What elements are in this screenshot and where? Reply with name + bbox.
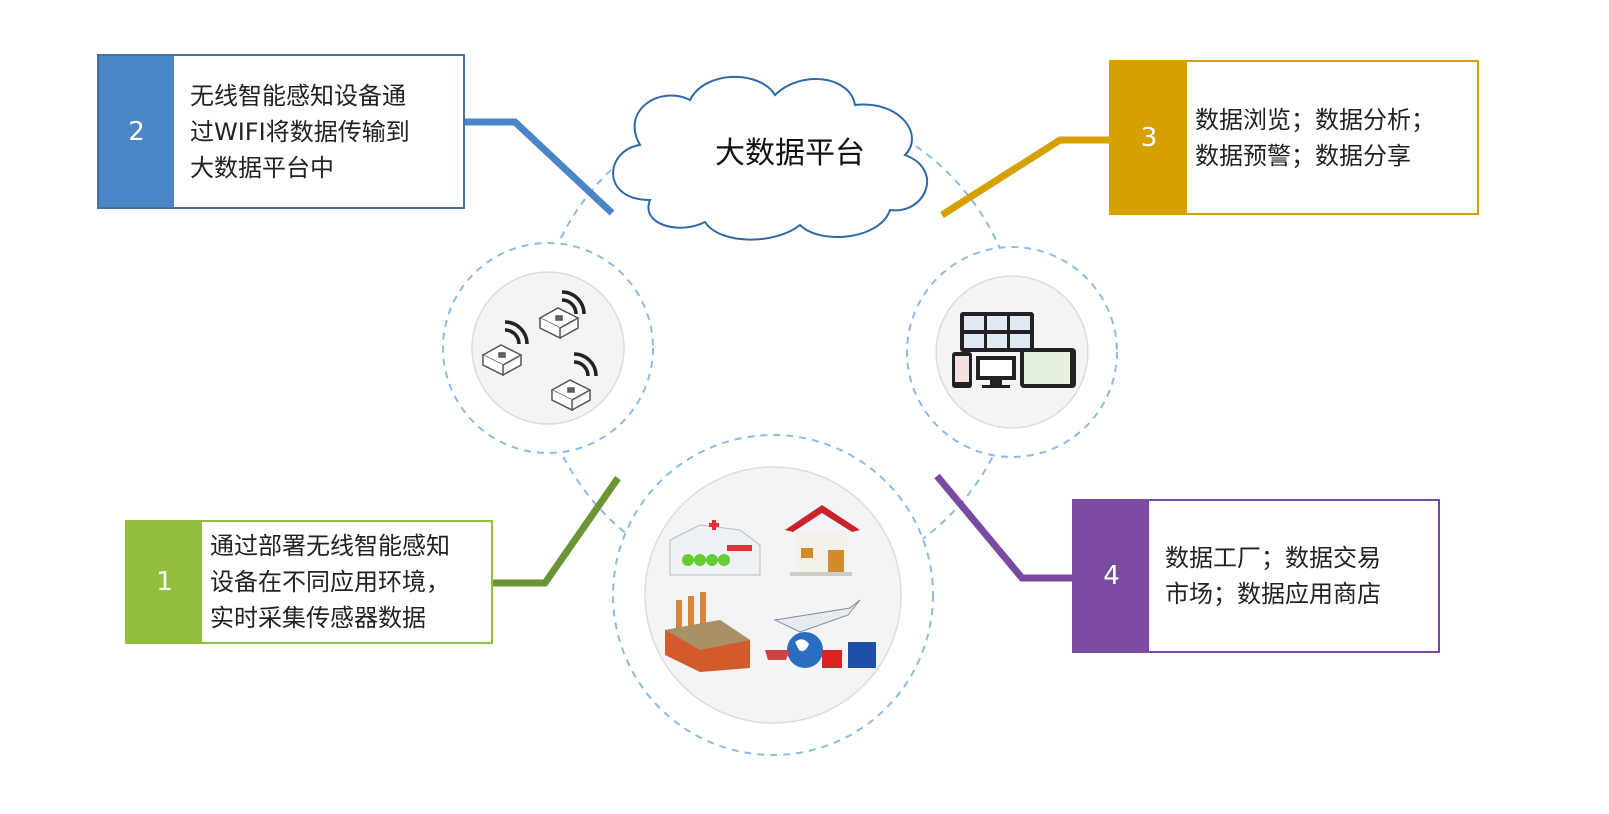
connector-2 bbox=[464, 118, 615, 216]
step-3-text: 数据浏览；数据分析； 数据预警；数据分享 bbox=[1187, 62, 1435, 213]
step-1-line: 实时采集传感器数据 bbox=[210, 604, 426, 632]
step-4-text: 数据工厂；数据交易 市场；数据应用商店 bbox=[1149, 501, 1381, 651]
step-4-box: 4 数据工厂；数据交易 市场；数据应用商店 bbox=[1072, 499, 1440, 653]
step-3-box: 3 数据浏览；数据分析； 数据预警；数据分享 bbox=[1109, 60, 1479, 215]
step-4-number: 4 bbox=[1074, 501, 1149, 651]
step-2-line: 大数据平台中 bbox=[190, 153, 334, 182]
step-1-box: 1 通过部署无线智能感知 设备在不同应用环境， 实时采集传感器数据 bbox=[125, 520, 493, 644]
step-2-box: 2 无线智能感知设备通 过WIFI将数据传输到 大数据平台中 bbox=[97, 54, 465, 209]
cloud-icon bbox=[612, 75, 929, 241]
connector-4 bbox=[934, 473, 1072, 582]
connector-1 bbox=[492, 476, 621, 587]
hospital-icon bbox=[669, 520, 761, 576]
wifi-sensor-devices-icon bbox=[481, 290, 598, 412]
step-2-text: 无线智能感知设备通 过WIFI将数据传输到 大数据平台中 bbox=[174, 56, 410, 207]
step-1-line: 通过部署无线智能感知 bbox=[210, 532, 450, 560]
step-1-text: 通过部署无线智能感知 设备在不同应用环境， 实时采集传感器数据 bbox=[202, 522, 450, 642]
step-4-line: 数据工厂；数据交易 bbox=[1165, 544, 1381, 572]
step-4-line: 市场；数据应用商店 bbox=[1165, 580, 1381, 608]
connector-3 bbox=[940, 136, 1109, 218]
step-2-line: 无线智能感知设备通 bbox=[190, 81, 406, 110]
step-3-number: 3 bbox=[1111, 62, 1187, 213]
step-3-line: 数据浏览；数据分析； bbox=[1195, 105, 1435, 134]
house-icon bbox=[785, 505, 860, 576]
step-3-line: 数据预警；数据分享 bbox=[1195, 141, 1411, 170]
factory-icon bbox=[665, 592, 750, 672]
step-1-line: 设备在不同应用环境， bbox=[210, 568, 450, 596]
step-2-number: 2 bbox=[99, 56, 174, 207]
big-data-platform-label: 大数据平台 bbox=[715, 136, 865, 171]
application-scenarios-icon bbox=[665, 505, 876, 672]
step-2-line: 过WIFI将数据传输到 bbox=[190, 117, 410, 146]
step-1-number: 1 bbox=[127, 522, 202, 642]
logistics-icon bbox=[765, 599, 876, 668]
monitoring-screens-icon bbox=[952, 312, 1076, 388]
